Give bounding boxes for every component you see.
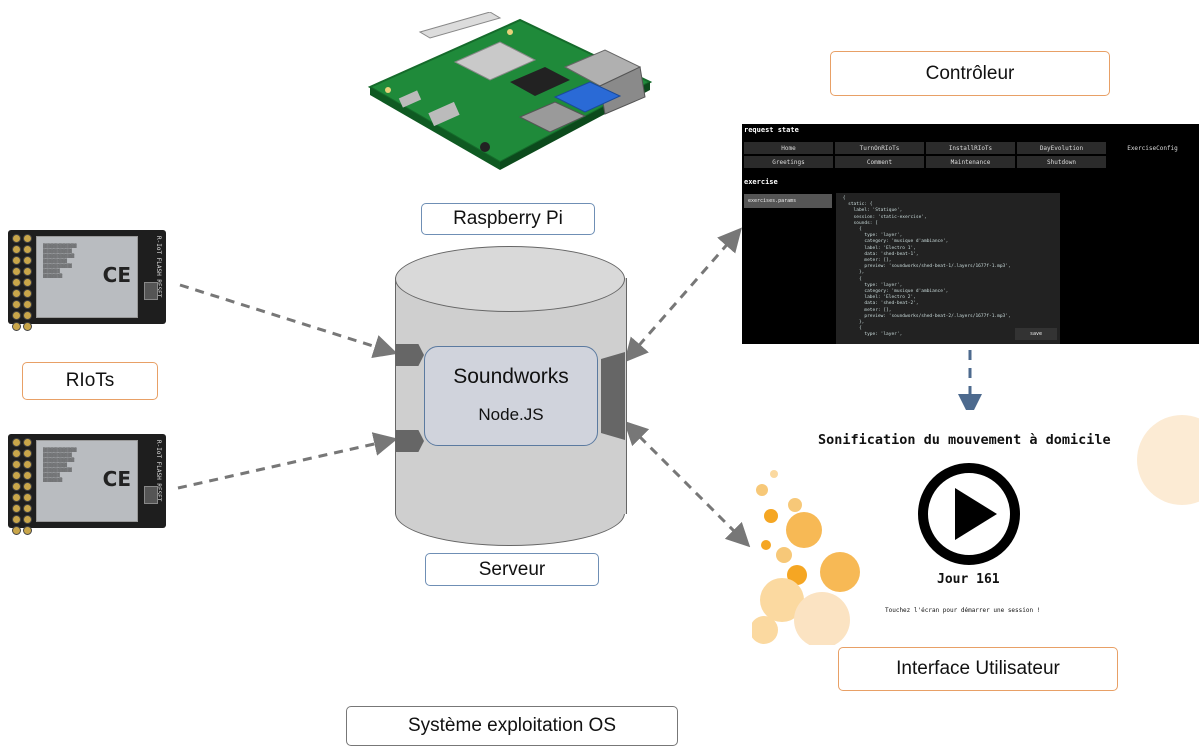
controller-button[interactable]: TurnOnRIoTs — [835, 142, 924, 154]
riot-side-text: R-IoT FLASH RESET — [155, 440, 162, 502]
os-label: Système exploitation OS — [346, 706, 678, 746]
controller-button[interactable]: Maintenance — [926, 156, 1015, 168]
riot-button — [144, 282, 158, 300]
server-cylinder-top — [395, 246, 625, 312]
riots-label: RIoTs — [22, 362, 158, 400]
save-button[interactable]: save — [1015, 328, 1057, 340]
controller-button[interactable]: ExerciseConfig — [1108, 142, 1197, 154]
server-port-right — [601, 352, 625, 440]
riot-pins — [12, 438, 32, 535]
play-icon[interactable] — [917, 462, 1021, 566]
soundworks-box: Soundworks Node.JS — [424, 346, 598, 446]
controller-button[interactable]: Shutdown — [1017, 156, 1106, 168]
riot-module: ▒▒▒▒▒▒▒▒▒▒▒▒▒▒ ▒▒▒▒▒▒▒▒▒▒▒▒ ▒▒▒▒▒▒▒▒▒▒▒▒… — [36, 440, 138, 522]
soundworks-title: Soundworks — [453, 365, 569, 388]
controller-button[interactable]: InstallRIoTs — [926, 142, 1015, 154]
server-label: Serveur — [425, 553, 599, 586]
ce-mark: CE — [102, 263, 131, 287]
controller-button[interactable]: Greetings — [744, 156, 833, 168]
controller-button[interactable]: Comment — [835, 156, 924, 168]
server-port-left-2 — [396, 430, 424, 452]
riot-board-2: ▒▒▒▒▒▒▒▒▒▒▒▒▒▒ ▒▒▒▒▒▒▒▒▒▒▒▒ ▒▒▒▒▒▒▒▒▒▒▒▒… — [8, 434, 166, 535]
config-code-editor[interactable]: { static: { label: 'Statique', session: … — [836, 193, 1060, 344]
nodejs-subtitle: Node.JS — [478, 405, 544, 424]
arrow-riot1-to-server — [179, 283, 398, 359]
riot-pins — [12, 234, 32, 331]
controller-label: Contrôleur — [830, 51, 1110, 96]
day-counter: Jour 161 — [937, 572, 1000, 587]
riot-module: ▒▒▒▒▒▒▒▒▒▒▒▒▒▒ ▒▒▒▒▒▒▒▒▒▒▒▒ ▒▒▒▒▒▒▒▒▒▒▒▒… — [36, 236, 138, 318]
user-ui-title: Sonification du mouvement à domicile — [818, 432, 1111, 448]
raspberry-pi-image — [360, 11, 660, 187]
controller-button[interactable]: Home — [744, 142, 833, 154]
server-port-left-1 — [396, 344, 424, 366]
user-interface-label: Interface Utilisateur — [838, 647, 1118, 691]
ce-mark: CE — [102, 467, 131, 491]
request-state-header: request state — [744, 126, 799, 134]
controller-screenshot: request state Home TurnOnRIoTs InstallRI… — [742, 124, 1199, 344]
arrow-server-userui — [623, 420, 751, 548]
riot-board-1: ▒▒▒▒▒▒▒▒▒▒▒▒▒▒ ▒▒▒▒▒▒▒▒▒▒▒▒ ▒▒▒▒▒▒▒▒▒▒▒▒… — [8, 230, 166, 331]
riot-side-text: R-IoT FLASH RESET — [155, 236, 162, 298]
exercises-params-item[interactable]: exercises.params — [744, 194, 832, 208]
controller-button[interactable]: DayEvolution — [1017, 142, 1106, 154]
controller-button-grid: Home TurnOnRIoTs InstallRIoTs DayEvoluti… — [744, 142, 1199, 168]
arrow-server-controller — [624, 227, 742, 363]
decorative-circles — [752, 415, 1199, 645]
exercise-section-title: exercise — [744, 178, 778, 186]
arrow-riot2-to-server — [177, 432, 398, 490]
start-session-hint: Touchez l'écran pour démarrer une sessio… — [885, 607, 1041, 614]
raspberry-pi-label: Raspberry Pi — [421, 203, 595, 235]
riot-button — [144, 486, 158, 504]
